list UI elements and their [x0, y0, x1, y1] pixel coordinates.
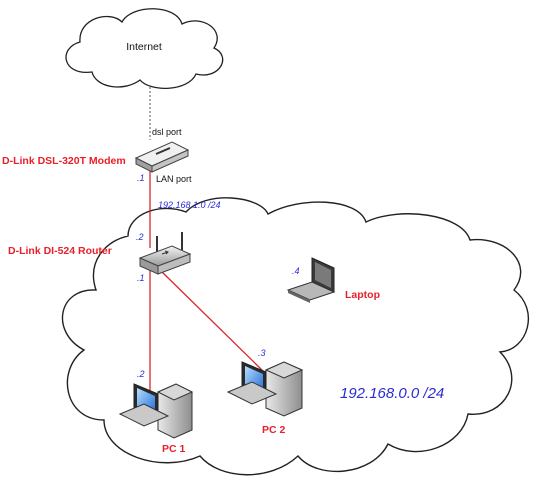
modem-lan-port-label: LAN port: [156, 174, 192, 184]
internet-label: Internet: [126, 41, 162, 53]
pc1-label: PC 1: [162, 443, 186, 455]
router-wan-ip-label: .2: [136, 232, 144, 242]
router-name-label: D-Link DI-524 Router: [8, 245, 112, 257]
pc1-ip-label: .2: [137, 369, 145, 379]
pc2-label: PC 2: [262, 424, 286, 436]
lan-subnet-label: 192.168.0.0 /24: [340, 385, 444, 402]
laptop-icon: [286, 257, 336, 303]
link-subnet-label: 192.168.1.0 /24: [158, 200, 221, 210]
lan-cloud: [61, 197, 530, 476]
pc2-icon: [226, 361, 304, 417]
router-pc2-link: [159, 269, 263, 371]
pc1-icon: [118, 383, 194, 439]
modem-ip-label: .1: [137, 173, 145, 183]
laptop-label: Laptop: [345, 289, 380, 301]
internet-cloud: Internet: [65, 8, 224, 90]
pc2-ip-label: .3: [258, 348, 266, 358]
router-lan-ip-label: .1: [137, 273, 145, 283]
modem-name-label: D-Link DSL-320T Modem: [2, 155, 126, 167]
router-icon: [138, 232, 192, 275]
laptop-ip-label: .4: [292, 266, 300, 276]
modem-icon: [134, 141, 190, 173]
modem-dsl-port-label: dsl port: [152, 127, 182, 137]
